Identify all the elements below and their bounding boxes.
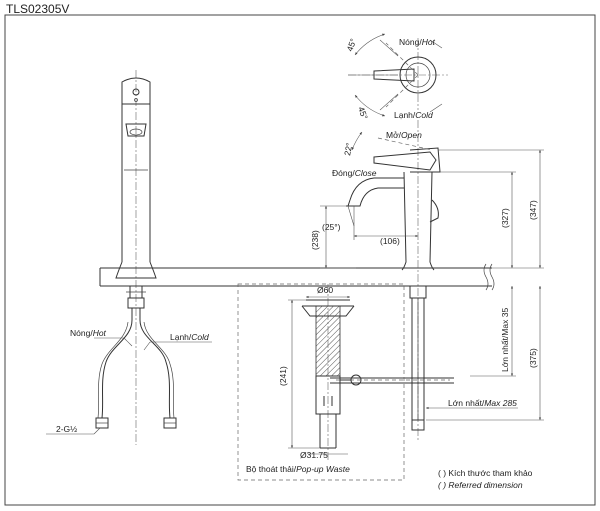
dim-327: (327) — [500, 208, 510, 228]
popup-waste — [237, 283, 405, 481]
angle-45-bottom: 45° — [356, 105, 370, 121]
model-title: TLS02305V — [6, 2, 69, 16]
dim-241: (241) — [278, 366, 288, 386]
hot-label-top: Nóng/Hot — [399, 37, 436, 47]
flexible-hoses — [95, 319, 177, 429]
top-view-faucet — [348, 33, 448, 117]
dim-106: (106) — [380, 236, 400, 246]
legend-line-1: ( ) Kích thước tham khảo — [438, 468, 533, 478]
side-dimension-lines — [320, 149, 544, 421]
dim-d60: Ø60 — [317, 285, 333, 295]
max-35-label: Lớn nhất/Max 35 — [500, 308, 510, 372]
open-label: Mở/Open — [386, 130, 422, 140]
angle-45-top: 45° — [344, 37, 358, 53]
side-view-faucet — [330, 120, 454, 440]
dim-25-angle: (25°) — [322, 222, 341, 232]
front-view-faucet — [115, 70, 157, 445]
popup-waste-label: Bộ thoát thải/Pop-up Waste — [246, 464, 350, 474]
cold-label-top: Lạnh/Cold — [394, 110, 433, 120]
legend-line-2: ( ) Referred dimension — [438, 480, 523, 490]
max-285-label: Lớn nhất/Max 285 — [448, 398, 517, 408]
dim-d3175: Ø31.75 — [300, 450, 328, 460]
drawing-frame — [4, 14, 596, 506]
close-label: Đóng/Close — [332, 168, 377, 178]
thread-label: 2-G½ — [56, 424, 77, 434]
dim-238: (238) — [310, 230, 320, 250]
angle-22: 22° — [342, 142, 354, 156]
countertop — [99, 263, 495, 291]
dim-347: (347) — [528, 200, 538, 220]
hot-label-left: Nóng/Hot — [70, 328, 107, 338]
dim-375: (375) — [528, 348, 538, 368]
cold-label-left: Lạnh/Cold — [170, 332, 209, 342]
